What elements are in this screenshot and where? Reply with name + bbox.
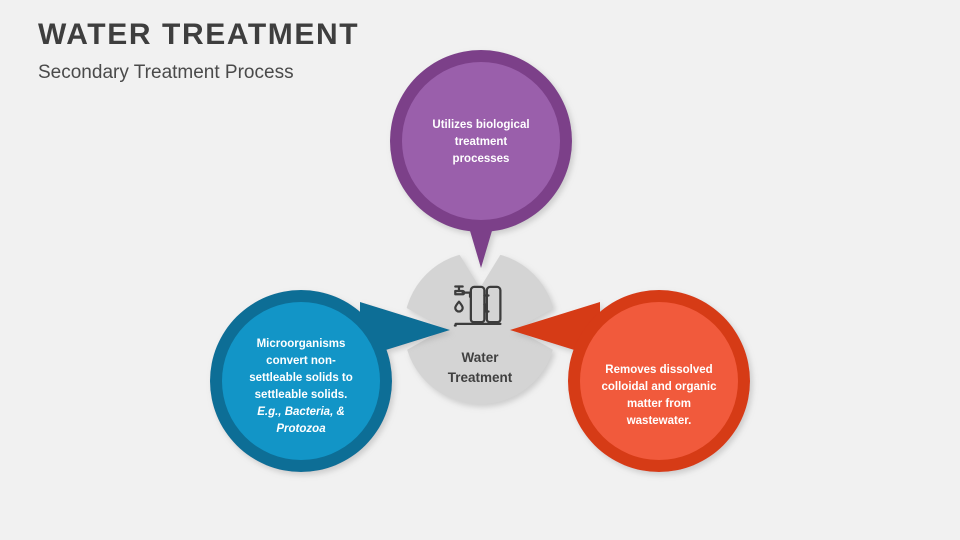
page-subtitle: Secondary Treatment Process: [38, 61, 294, 83]
node-microorganisms-line-3: settleable solids.: [255, 389, 348, 401]
node-microorganisms[interactable]: Microorganisms convert non- settleable s…: [210, 290, 450, 472]
node-removal-line-1: colloidal and organic: [601, 381, 717, 393]
node-biological-line-0: Utilizes biological: [432, 119, 529, 131]
node-biological-line-2: processes: [453, 153, 510, 165]
node-microorganisms-line-0: Microorganisms: [257, 338, 346, 350]
node-biological-fill: [402, 62, 560, 220]
hub-label-line1: Water: [461, 350, 499, 365]
node-microorganisms-line-1: convert non-: [266, 355, 336, 367]
hub-label-line2: Treatment: [448, 370, 513, 385]
water-filter-faucet-icon: [453, 285, 502, 327]
node-microorganisms-line-4: E.g., Bacteria, &: [257, 406, 345, 418]
node-biological[interactable]: Utilizes biological treatment processes: [390, 50, 572, 268]
node-biological-line-1: treatment: [455, 136, 508, 148]
node-removal-line-2: matter from: [627, 398, 691, 410]
heading-block: WATER TREATMENT Secondary Treatment Proc…: [38, 18, 558, 84]
node-removal-line-3: wastewater.: [626, 415, 692, 427]
node-removal[interactable]: Removes dissolved colloidal and organic …: [510, 290, 750, 472]
node-microorganisms-line-2: settleable solids to: [249, 372, 353, 384]
node-removal-fill: [580, 302, 738, 460]
page-title: WATER TREATMENT: [38, 18, 360, 51]
node-microorganisms-line-5: Protozoa: [276, 423, 326, 435]
node-removal-line-0: Removes dissolved: [605, 364, 712, 376]
node-microorganisms-fill: [222, 302, 380, 460]
